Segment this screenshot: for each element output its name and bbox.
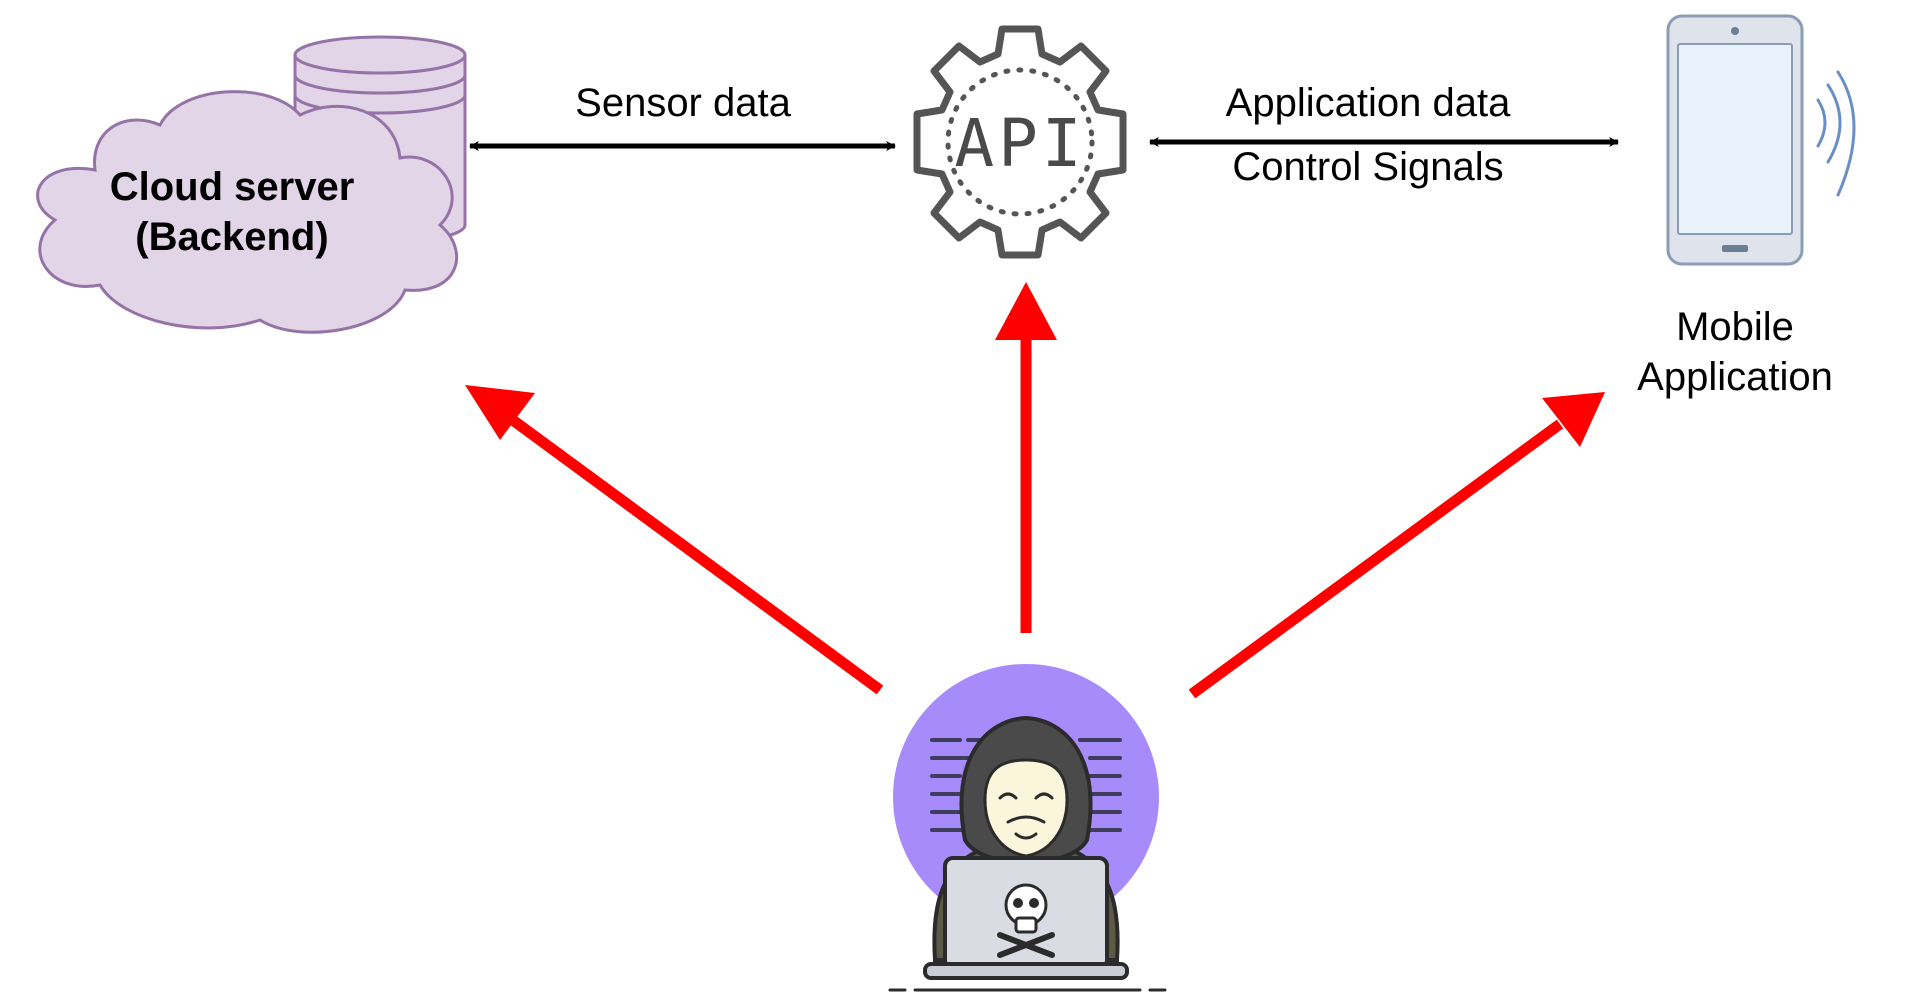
application-data-edge: Application data Control Signals (1149, 81, 1619, 189)
application-data-label: Application data (1226, 81, 1511, 125)
gear-icon (913, 25, 1127, 259)
api-node: API (913, 25, 1127, 259)
control-signals-label: Control Signals (1232, 145, 1503, 189)
skull-icon (997, 883, 1055, 958)
cloud-server-label: Cloud server (110, 165, 355, 209)
attack-arrow-to-mobile (1188, 392, 1605, 699)
mobile-application-node: Mobile Application (1637, 14, 1856, 399)
backend-label: (Backend) (135, 215, 328, 259)
api-label: API (954, 105, 1085, 182)
sensor-data-edge: Sensor data (469, 81, 896, 151)
cloud-shape (36, 90, 458, 334)
application-label: Application (1637, 355, 1833, 399)
attack-arrow-to-api (995, 282, 1057, 633)
cloud-server-node: Cloud server (Backend) (36, 35, 467, 334)
attack-arrow-to-cloud (465, 385, 884, 695)
signal-waves-icon (1816, 70, 1856, 197)
mobile-label: Mobile (1676, 305, 1794, 349)
hacker-icon (888, 664, 1167, 992)
smartphone-icon (1666, 14, 1804, 266)
sensor-data-label: Sensor data (575, 81, 791, 125)
